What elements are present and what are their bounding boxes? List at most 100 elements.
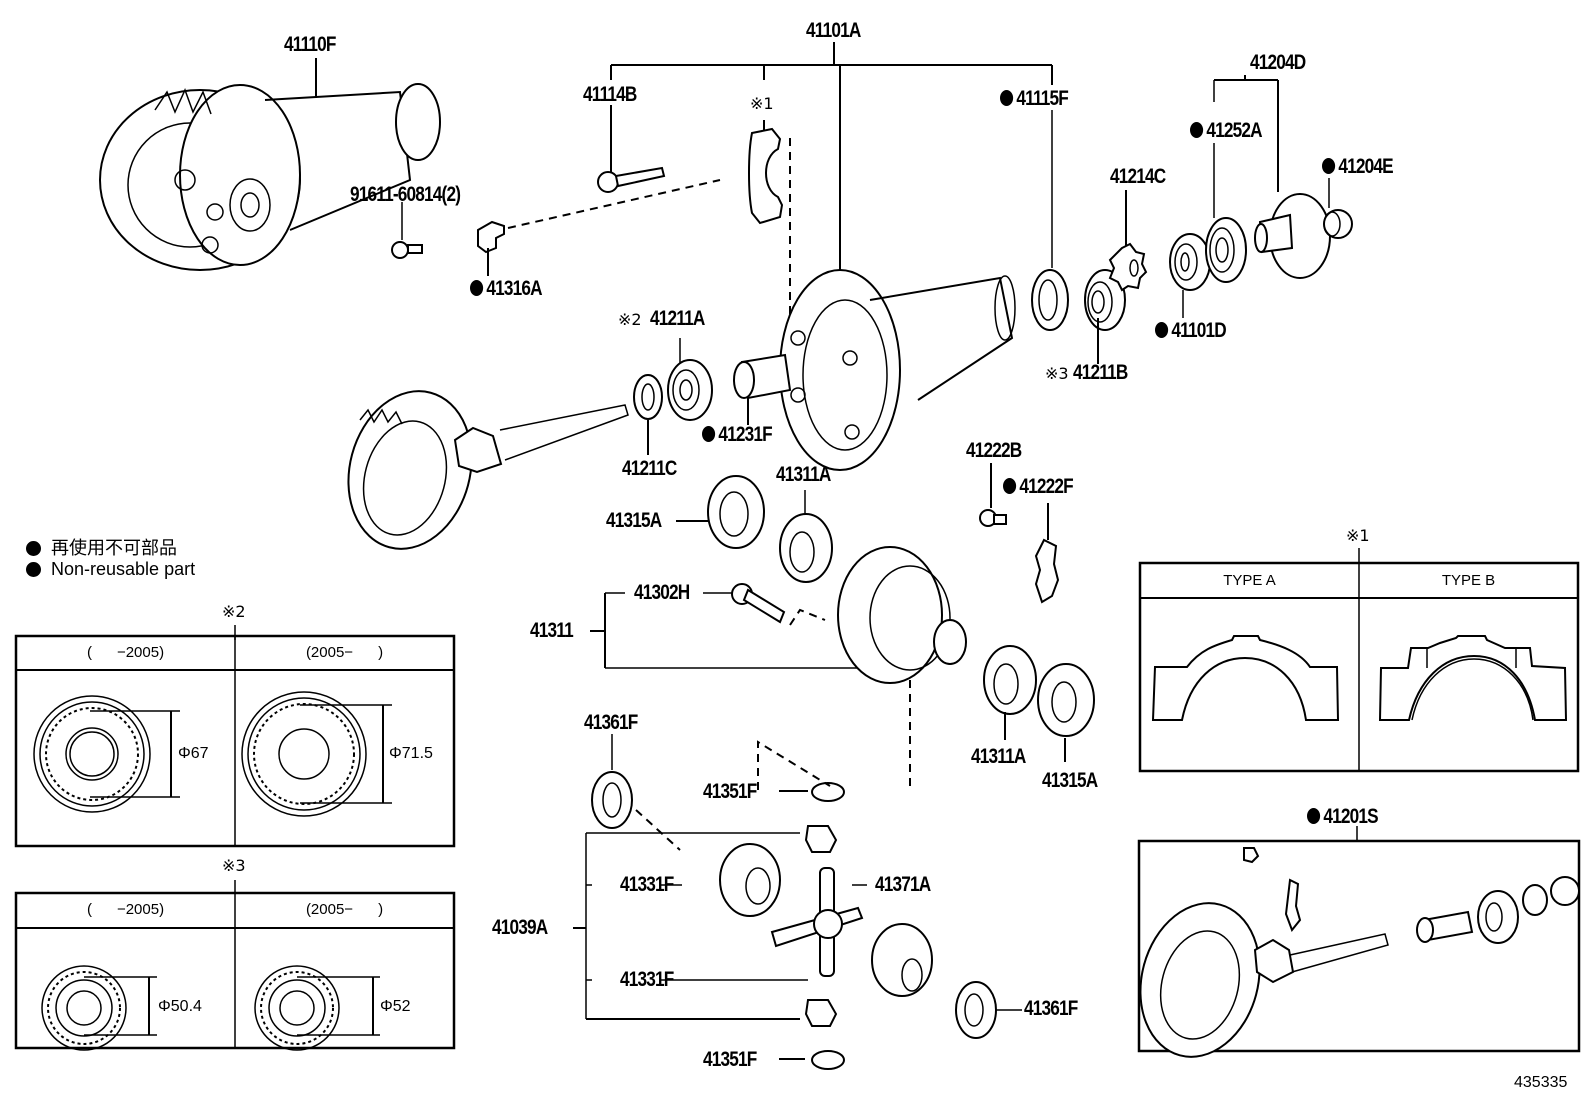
bearing-41211B-illustration[interactable] [1084,269,1126,364]
companion-flange-illustration[interactable] [1254,193,1331,279]
bearing-71-5-illustration [241,691,392,817]
bracket-41101A [610,42,1053,275]
part-label-41115F[interactable]: 41115F [1000,88,1069,109]
side-gear-41331F-bottom-illustration[interactable] [871,923,933,997]
part-label-41302H[interactable]: 41302H [634,581,690,604]
type-a-cap-shape [1151,635,1340,721]
note2-dimension-after: Φ71.5 [389,745,433,762]
note3-dimension-before: Φ50.4 [158,998,202,1015]
note3-dimension-after: Φ52 [380,998,411,1015]
non-reusable-dot-icon [702,426,716,442]
illustration-number: 435335 [1514,1074,1568,1091]
part-label-41204E[interactable]: 41204E [1322,156,1394,177]
note1-header-type-b: TYPE B [1441,572,1496,589]
part-label-41114B[interactable]: 41114B [583,83,637,106]
bearing-41311A-top-illustration[interactable] [779,490,833,583]
pinion-washer-41351F-bottom-illustration[interactable] [779,1050,845,1070]
type-b-cap-shape [1378,635,1568,721]
bearing-41315A-right-illustration[interactable] [1037,663,1095,762]
part-label-41101D[interactable]: 41101D [1155,320,1227,341]
part-label-41222B[interactable]: 41222B [966,439,1022,462]
pinion-shaft-41371A-illustration[interactable] [770,867,867,977]
note1-table [1138,548,1580,773]
bearing-67-illustration [33,695,180,813]
thrust-washer-41361F-bottom-illustration[interactable] [955,981,1022,1039]
legend-jp: 再使用不可部品 [26,534,177,560]
thrust-washer-41361F-top-illustration[interactable] [591,734,681,851]
note-marker-3: ※3 [1045,364,1069,383]
bolt-41222B-illustration[interactable] [979,463,1007,527]
non-reusable-dot-icon [1155,322,1169,338]
bearing-41315A-left-illustration[interactable] [676,475,765,549]
non-reusable-dot-icon [470,280,484,296]
nut-41204E-illustration[interactable] [1323,178,1353,239]
pinion-washer-41351F-top-illustration[interactable] [757,740,845,802]
note2-marker: ※2 [222,602,246,621]
oil-seal-41115F-illustration[interactable] [1031,110,1069,331]
part-label-41351F-bottom[interactable]: 41351F [703,1048,757,1071]
part-label-41214C[interactable]: 41214C [1110,165,1166,188]
note2-header-before-2005: ( −2005) [86,644,165,661]
part-label-41101A[interactable]: 41101A [806,19,861,42]
bearing-41101D-illustration[interactable] [1169,233,1211,318]
part-label-41361F-bottom[interactable]: 41361F [1024,997,1078,1020]
ring-gear-pinion-illustration[interactable] [331,377,629,563]
bolt-41114B-illustration[interactable] [597,105,666,193]
carrier-assembly-illustration[interactable] [99,58,441,271]
part-label-41211B[interactable]: 41211B [1073,361,1128,384]
note3-table [14,880,456,1051]
part-label-41316A[interactable]: 41316A [470,278,543,299]
note1-marker: ※1 [1346,526,1370,545]
bracket-41039A [573,832,808,1020]
part-label-41371A[interactable]: 41371A [875,873,931,896]
part-label-41311A-bottom[interactable]: 41311A [971,745,1026,768]
bearing-50-4-illustration [41,965,157,1051]
bearing-41311A-bottom-illustration[interactable] [983,645,1037,740]
pinion-gear-top-illustration[interactable] [804,825,838,853]
part-label-91611-60814[interactable]: 91611-60814(2) [350,183,461,206]
non-reusable-dot-icon [1190,122,1204,138]
note-marker-2: ※2 [618,310,642,329]
part-label-41315A-left[interactable]: 41315A [606,509,662,532]
legend-en: Non-reusable part [26,559,195,580]
part-label-41351F-top[interactable]: 41351F [703,780,757,803]
part-label-41039A[interactable]: 41039A [492,916,548,939]
note3-marker: ※3 [222,856,246,875]
part-label-41222F[interactable]: 41222F [1003,476,1074,497]
part-label-41231F[interactable]: 41231F [702,424,773,445]
oil-seal-41252A-illustration[interactable] [1205,143,1247,283]
part-label-41331F-bottom[interactable]: 41331F [620,968,674,991]
part-label-41211C[interactable]: 41211C [622,457,677,480]
part-label-41252A[interactable]: 41252A [1190,120,1263,141]
spacer-41211C-illustration[interactable] [633,374,663,455]
spacer-41214C-illustration[interactable] [1108,190,1148,292]
side-gear-41331F-top-illustration[interactable] [719,843,781,917]
bearing-52-illustration [254,965,380,1051]
part-label-41201S[interactable]: 41201S [1307,806,1379,827]
part-label-41311A-top[interactable]: 41311A [776,463,831,486]
note3-header-before-2005: ( −2005) [86,901,165,918]
lock-plate-41316A-illustration[interactable] [477,179,721,276]
bolt-91611-illustration[interactable] [391,202,423,259]
lock-plate-41222F-illustration[interactable] [1034,503,1060,604]
part-label-41361F-top[interactable]: 41361F [584,711,638,734]
note2-table [14,625,456,848]
part-label-41331F-top[interactable]: 41331F [620,873,674,896]
part-label-41204D[interactable]: 41204D [1250,51,1306,74]
ring-pinion-kit-box[interactable] [1124,826,1581,1070]
non-reusable-dot-icon [26,562,41,577]
bracket-41204D [1213,75,1279,192]
note3-header-after-2005: (2005− ) [305,901,384,918]
part-label-41211A[interactable]: 41211A [650,307,705,330]
part-label-41315A-right[interactable]: 41315A [1042,769,1098,792]
bearing-cap-illustration[interactable] [748,120,791,330]
part-label-41110F[interactable]: 41110F [284,33,336,56]
bolt-41302H-illustration[interactable] [703,583,826,626]
part-label-41311[interactable]: 41311 [530,619,574,642]
pinion-gear-bottom-illustration[interactable] [804,999,838,1027]
differential-case-illustration[interactable] [837,546,967,790]
bearing-41211A-illustration[interactable] [667,338,713,421]
collapsible-spacer-illustration[interactable] [733,353,792,425]
